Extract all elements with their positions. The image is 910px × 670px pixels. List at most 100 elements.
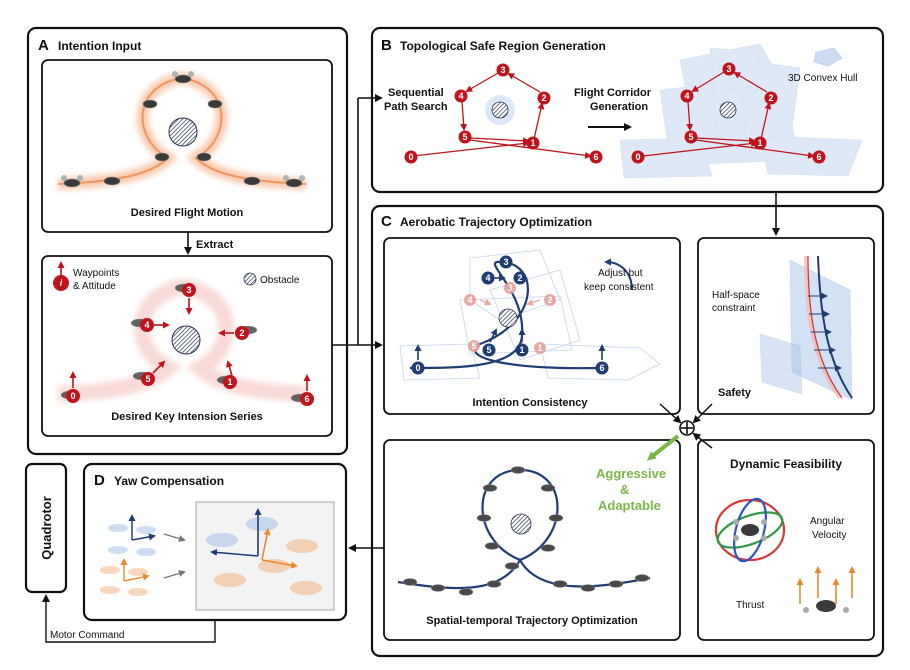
angular-label-2: Velocity <box>812 530 846 541</box>
quadrotor-box <box>24 462 68 594</box>
navy-node-4-label: 4 <box>485 273 490 283</box>
waypoint-3-label: 3 <box>186 285 191 295</box>
spatial-temporal-figure <box>397 466 651 596</box>
waypoints-label-1: Waypoints <box>73 268 119 279</box>
sequential-label-1: Sequential <box>388 87 444 99</box>
path-search-figure: 0 1 2 3 4 5 6 <box>404 63 603 164</box>
panel-a-title: Intention Input <box>58 39 141 53</box>
panel-c <box>370 204 885 658</box>
motor-command-line <box>42 594 216 643</box>
key-intension-caption: Desired Key Intension Series <box>111 411 263 423</box>
panel-a-letter: A <box>38 37 49 54</box>
pink-node-3-label: 3 <box>507 283 512 293</box>
waypoint-6-marker <box>300 392 314 406</box>
waypoints-label-2: & Attitude <box>73 281 116 292</box>
waypoint-2-label: 2 <box>239 328 244 338</box>
sequential-label-2: Path Search <box>384 101 448 113</box>
obstacle-icon-2 <box>171 325 201 355</box>
convex-hull-icon <box>813 47 843 67</box>
b-node-3-label: 3 <box>500 65 505 75</box>
panel-b <box>370 26 885 194</box>
panel-d-letter: D <box>94 472 105 489</box>
panel-c-letter: C <box>381 213 392 230</box>
obstacle-legend-icon <box>243 272 257 286</box>
subpanel-safety <box>697 237 875 415</box>
aggressive-label-3: Adaptable <box>598 498 661 513</box>
b-node-0-label: 0 <box>408 152 413 162</box>
intention-consistency-figure: 4 2 3 5 1 0 1 2 3 4 5 6 <box>399 249 661 381</box>
desired-flight-motion-figure <box>57 71 307 190</box>
navy-node-6-label: 6 <box>599 363 604 373</box>
navy-node-0-label: 0 <box>415 363 420 373</box>
waypoint-4-marker <box>140 318 154 332</box>
safety-label: Safety <box>718 387 752 399</box>
waypoint-0-marker <box>66 389 80 403</box>
waypoint-4-label: 4 <box>144 320 149 330</box>
extract-label: Extract <box>196 239 234 251</box>
b-node-1-label: 1 <box>530 138 535 148</box>
waypoint-legend-icon <box>53 275 69 291</box>
waypoint-6-label: 6 <box>304 394 309 404</box>
waypoint-1-label: 1 <box>227 377 232 387</box>
waypoint-5-marker <box>141 372 155 386</box>
path-search-nodes: 0 1 2 3 4 5 6 <box>404 63 603 164</box>
corridor-node-4-label: 4 <box>684 91 689 101</box>
obstacle-legend-label: Obstacle <box>260 275 300 286</box>
safety-figure <box>759 255 853 401</box>
pink-node-2-label: 2 <box>547 295 552 305</box>
obstacle-icon <box>168 117 198 147</box>
panel-b-letter: B <box>381 37 392 54</box>
pink-node-5-label: 5 <box>471 341 476 351</box>
adjust-label-2: keep consistent <box>584 282 654 293</box>
panel-d-title: Yaw Compensation <box>114 474 224 488</box>
aggressive-label-2: & <box>620 482 629 497</box>
yaw-compensation-figure <box>100 501 335 611</box>
corridor-node-3-label: 3 <box>726 64 731 74</box>
waypoint-2-marker <box>235 326 249 340</box>
corridor-node-6-label: 6 <box>816 152 821 162</box>
adjust-label-1: Adjust but <box>598 268 643 279</box>
corridor-node-0-label: 0 <box>635 152 640 162</box>
waypoints-legend: i <box>53 261 69 291</box>
waypoint-3-marker <box>182 283 196 297</box>
waypoint-5-label: 5 <box>145 374 150 384</box>
key-intension-figure <box>57 277 310 403</box>
panel-c-title: Aerobatic Trajectory Optimization <box>400 215 592 229</box>
navy-node-3-label: 3 <box>503 257 508 267</box>
half-space-label-1: Half-space <box>712 290 760 301</box>
aggressive-label-1: Aggressive <box>596 466 666 481</box>
subpanel-desired-motion <box>41 59 333 233</box>
angular-velocity-figure <box>714 497 786 563</box>
navy-node-5-label: 5 <box>486 345 491 355</box>
subpanel-key-intension <box>41 255 333 437</box>
navy-node-2-label: 2 <box>517 273 522 283</box>
panel-a <box>26 26 349 456</box>
intention-consistency-caption: Intention Consistency <box>473 397 589 409</box>
b-node-4-label: 4 <box>458 91 463 101</box>
corridor-label-1: Flight Corridor <box>574 87 652 99</box>
waypoint-markers-a: 0 1 2 3 4 5 6 <box>66 283 314 406</box>
subpanel-spatial-temporal <box>383 439 681 641</box>
waypoint-1-marker <box>223 375 237 389</box>
convex-hull-label: 3D Convex Hull <box>788 73 857 84</box>
half-space-label-2: constraint <box>712 303 756 314</box>
desired-flight-motion-caption: Desired Flight Motion <box>131 207 244 219</box>
quadrotor-label: Quadrotor <box>39 496 54 560</box>
thrust-label: Thrust <box>736 600 765 611</box>
green-output-arrow <box>646 434 680 461</box>
b-node-2-label: 2 <box>541 93 546 103</box>
pink-node-4-label: 4 <box>467 295 472 305</box>
thrust-figure <box>796 566 856 613</box>
angular-label-1: Angular <box>810 516 845 527</box>
corridor-node-5-label: 5 <box>688 132 693 142</box>
waypoint-legend-letter: i <box>60 278 63 288</box>
flight-corridor-figure: 0 1 2 3 4 5 6 <box>619 43 863 179</box>
spatial-temporal-caption: Spatial-temporal Trajectory Optimization <box>426 615 638 627</box>
b-node-6-label: 6 <box>593 152 598 162</box>
dynamic-feasibility-title: Dynamic Feasibility <box>730 457 842 471</box>
corridor-node-2-label: 2 <box>768 93 773 103</box>
combine-symbol <box>659 403 713 449</box>
b-node-5-label: 5 <box>462 132 467 142</box>
corridor-label-2: Generation <box>590 101 648 113</box>
